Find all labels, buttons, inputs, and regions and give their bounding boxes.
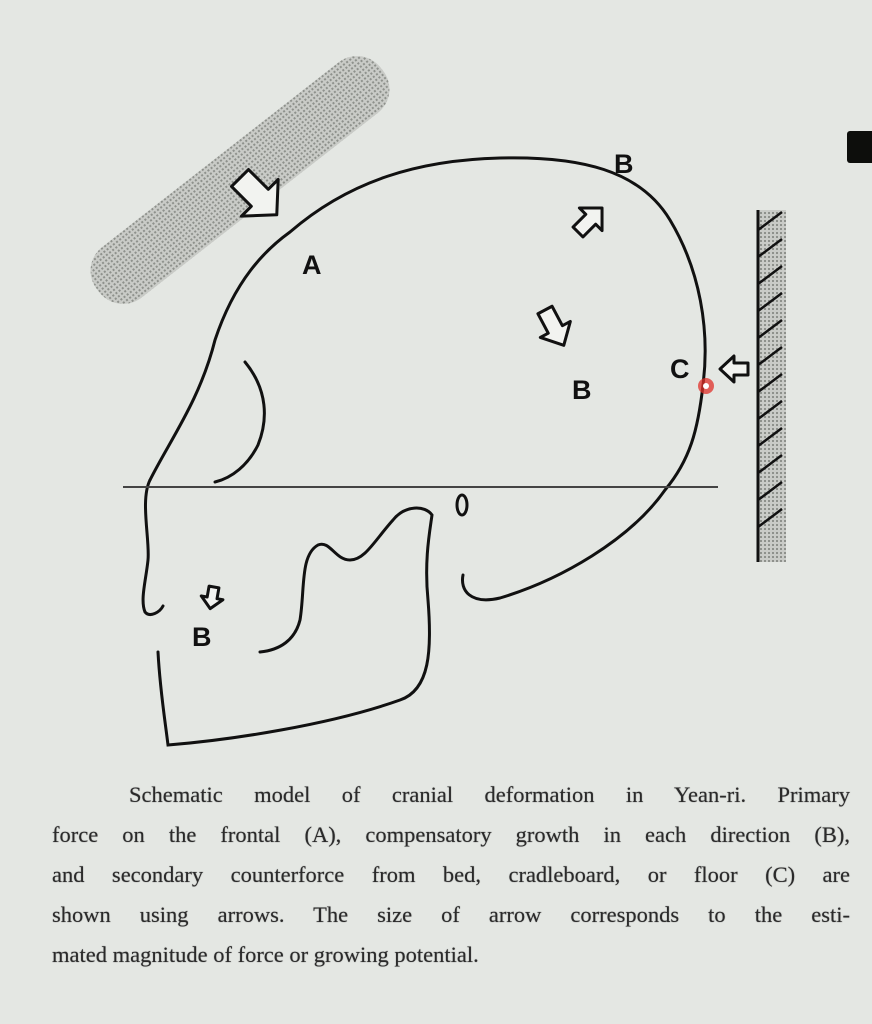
wall-hatch-mark — [757, 427, 783, 447]
wall-hatch-mark — [757, 292, 783, 312]
label-b-mid: B — [572, 375, 592, 405]
label-c: C — [670, 354, 690, 384]
arrow-a-icon — [230, 168, 280, 218]
wall-hatch-mark — [757, 454, 783, 474]
arrow-c-icon — [718, 354, 750, 384]
wall-hatch-mark — [757, 400, 783, 420]
caption-line: force on the frontal (A), compensatory g… — [52, 822, 850, 847]
counterforce-wall — [756, 210, 786, 562]
label-b-top: B — [614, 149, 634, 179]
overlay-tab — [847, 131, 872, 163]
wall-hatch-mark — [757, 211, 783, 231]
label-a: A — [302, 250, 322, 280]
caption-line: and secondary counterforce from bed, cra… — [52, 862, 850, 887]
wall-hatch-mark — [757, 238, 783, 258]
arrow-b-top-icon — [571, 206, 604, 239]
caption-line: Schematic model of cranial deformation i… — [129, 782, 850, 807]
wall-hatch-mark — [757, 265, 783, 285]
arrow-b-mid-icon — [536, 304, 572, 347]
caption-line: mated magnitude of force or growing pote… — [52, 942, 479, 967]
arrow-b-face-icon — [199, 584, 225, 611]
skull-outline — [141, 156, 707, 747]
cranial-deformation-diagram: A B B C B — [90, 56, 786, 747]
wall-hatch-mark — [757, 373, 783, 393]
wall-hatch-mark — [757, 508, 783, 528]
caption-line: shown using arrows. The size of arrow co… — [52, 902, 850, 927]
wall-hatch-mark — [757, 481, 783, 501]
label-b-face: B — [192, 622, 212, 652]
figure-caption: Schematic model of cranial deformation i… — [52, 775, 850, 975]
wall-hatch-mark — [757, 319, 783, 339]
wall-hatch-mark — [757, 346, 783, 366]
